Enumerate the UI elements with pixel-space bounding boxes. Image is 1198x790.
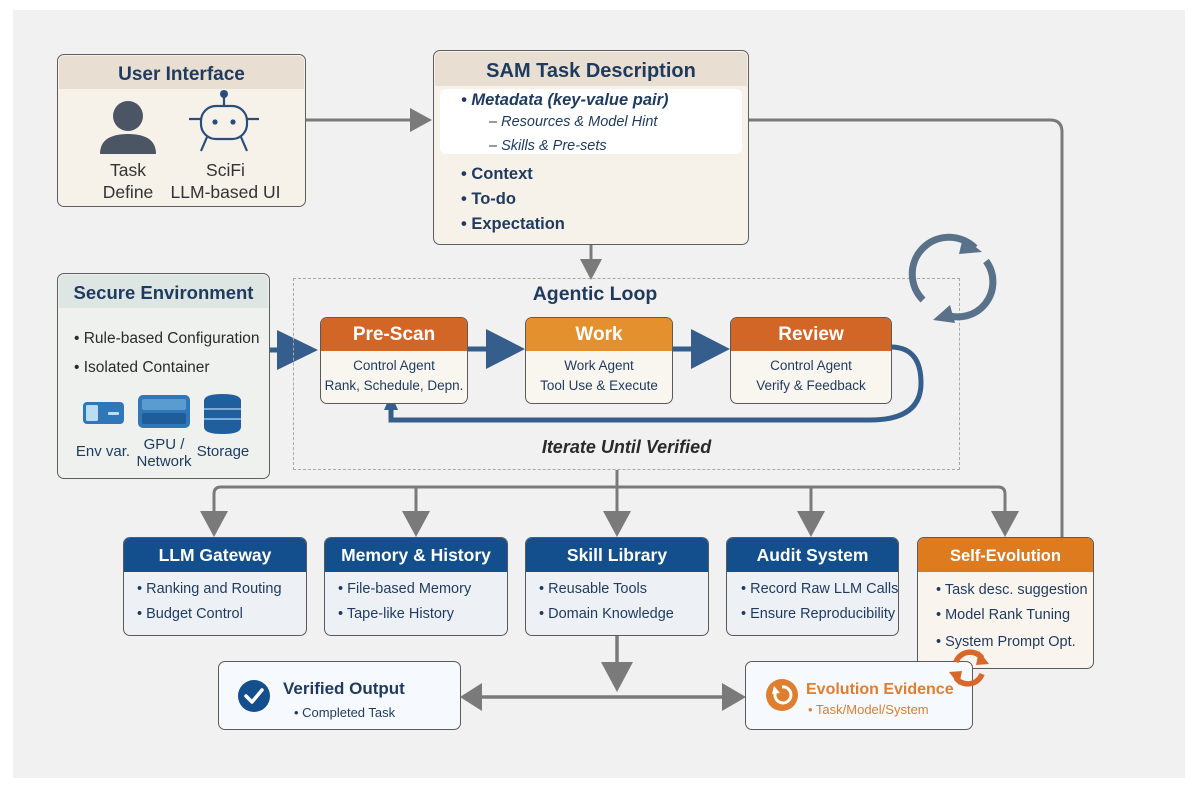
scifi-label-line2: LLM-based UI bbox=[170, 182, 281, 202]
connector-task-self-evolution bbox=[749, 118, 1064, 537]
stage-work: Work Work Agent Tool Use & Execute bbox=[525, 317, 673, 404]
secure-environment-title: Secure Environment bbox=[59, 275, 268, 308]
prescan-tasks: Rank, Schedule, Depn. bbox=[324, 378, 464, 393]
self-evolution-title: Self-Evolution bbox=[918, 538, 1093, 572]
user-interface-box: User Interface Task Define SciFi LLM-bas… bbox=[57, 54, 306, 207]
skill-library-title: Skill Library bbox=[526, 538, 708, 572]
isolated-container-bullet: • Isolated Container bbox=[74, 359, 210, 376]
component-audit-system: Audit System • Record Raw LLM Calls • En… bbox=[726, 537, 899, 636]
scifi-label-line1: SciFi bbox=[206, 160, 245, 180]
arrowhead-self-evolution bbox=[991, 511, 1019, 537]
verified-output-box: Verified Output • Completed Task bbox=[218, 661, 461, 730]
component-item: • Ranking and Routing bbox=[137, 581, 282, 597]
component-item: • Tape-like History bbox=[338, 606, 455, 622]
evolution-evidence-title: Evolution Evidence bbox=[806, 681, 954, 698]
secure-environment-box: Secure Environment • Rule-based Configur… bbox=[57, 273, 270, 479]
agentic-loop-frame bbox=[293, 278, 960, 470]
component-skill-library: Skill Library • Reusable Tools • Domain … bbox=[525, 537, 709, 636]
arrowhead-memory bbox=[402, 511, 430, 537]
gpu-label-line1: GPU / bbox=[143, 436, 185, 453]
component-self-evolution: Self-Evolution • Task desc. suggestion •… bbox=[917, 537, 1094, 669]
todo-bullet: • To-do bbox=[461, 190, 516, 208]
metadata-bullet: • Metadata (key-value pair) bbox=[461, 91, 669, 109]
storage-icon bbox=[204, 394, 241, 434]
component-item: • Task desc. suggestion bbox=[936, 582, 1088, 598]
verified-output-subtitle: • Completed Task bbox=[294, 705, 396, 720]
llm-gateway-title: LLM Gateway bbox=[124, 538, 306, 572]
arrowhead-audit bbox=[797, 511, 825, 537]
arrowhead-skill-to-outputs bbox=[601, 662, 633, 692]
component-item: • Record Raw LLM Calls bbox=[741, 581, 899, 597]
prescan-agent: Control Agent bbox=[353, 358, 435, 373]
gpu-network-label: GPU / Network bbox=[130, 436, 198, 470]
feedback-loop-path bbox=[388, 344, 924, 423]
component-llm-gateway: LLM Gateway • Ranking and Routing • Budg… bbox=[123, 537, 307, 636]
checkmark-icon bbox=[238, 680, 270, 712]
arrowhead-env-to-loop bbox=[277, 330, 318, 370]
component-item: • Model Rank Tuning bbox=[936, 607, 1071, 623]
iterate-caption: Iterate Until Verified bbox=[541, 437, 712, 457]
audit-system-title: Audit System bbox=[727, 538, 898, 572]
arrowhead-evolution-evidence bbox=[722, 683, 746, 711]
component-memory-history: Memory & History • File-based Memory • T… bbox=[324, 537, 508, 636]
person-icon bbox=[100, 101, 156, 154]
evolution-cycle-icon bbox=[949, 649, 989, 687]
distribution-bus bbox=[212, 485, 1007, 512]
task-description-title: SAM Task Description bbox=[435, 52, 747, 86]
gpu-label-line2: Network bbox=[136, 453, 192, 470]
task-define-label: Task Define bbox=[83, 159, 173, 203]
work-tasks: Tool Use & Execute bbox=[540, 378, 658, 393]
arrowhead-llm-gateway bbox=[200, 511, 228, 537]
metadata-panel bbox=[440, 89, 742, 154]
component-item: • Domain Knowledge bbox=[539, 606, 674, 622]
review-tasks: Verify & Feedback bbox=[756, 378, 866, 393]
task-label-line2: Define bbox=[102, 182, 154, 202]
rule-config-bullet: • Rule-based Configuration bbox=[74, 330, 260, 347]
user-interface-title: User Interface bbox=[59, 56, 304, 89]
expectation-bullet: • Expectation bbox=[461, 215, 565, 233]
stage-review: Review Control Agent Verify & Feedback bbox=[730, 317, 892, 404]
arrowhead-work-to-review bbox=[691, 329, 730, 369]
evolution-evidence-subtitle: • Task/Model/System bbox=[808, 702, 929, 717]
evolution-evidence-box: Evolution Evidence • Task/Model/System bbox=[745, 661, 973, 730]
work-agent: Work Agent bbox=[564, 358, 634, 373]
review-agent: Control Agent bbox=[770, 358, 852, 373]
gpu-network-icon bbox=[138, 395, 190, 428]
agentic-loop-title: Agentic Loop bbox=[532, 283, 658, 305]
task-description-box: SAM Task Description • Metadata (key-val… bbox=[433, 50, 749, 245]
arrowhead-task-to-loop bbox=[580, 259, 602, 280]
component-item: • Reusable Tools bbox=[539, 581, 647, 597]
scifi-ui-label: SciFi LLM-based UI bbox=[163, 159, 288, 203]
prescan-title: Pre-Scan bbox=[321, 318, 467, 351]
arrowhead-prescan-to-work bbox=[486, 329, 525, 369]
env-var-icon bbox=[83, 402, 124, 424]
review-title: Review bbox=[731, 318, 891, 351]
work-title: Work bbox=[526, 318, 672, 351]
context-bullet: • Context bbox=[461, 165, 533, 183]
component-item: • File-based Memory bbox=[338, 581, 472, 597]
robot-icon bbox=[189, 90, 259, 152]
component-item: • Ensure Reproducibility bbox=[741, 606, 896, 622]
env-var-label: Env var. bbox=[75, 443, 131, 460]
arrowhead-ui-to-task bbox=[410, 108, 432, 132]
arrowhead-skill bbox=[603, 511, 631, 537]
storage-label: Storage bbox=[196, 443, 250, 460]
metadata-sub-skills: – Skills & Pre-sets bbox=[489, 138, 607, 154]
cycle-icon bbox=[908, 233, 997, 323]
refresh-icon bbox=[766, 679, 798, 711]
metadata-sub-resources: – Resources & Model Hint bbox=[489, 114, 658, 130]
stage-prescan: Pre-Scan Control Agent Rank, Schedule, D… bbox=[320, 317, 468, 404]
task-label-line1: Task bbox=[110, 160, 146, 180]
arrowhead-verified-output bbox=[460, 683, 482, 711]
memory-history-title: Memory & History bbox=[325, 538, 507, 572]
component-item: • System Prompt Opt. bbox=[936, 634, 1076, 650]
component-item: • Budget Control bbox=[137, 606, 243, 622]
verified-output-title: Verified Output bbox=[283, 679, 405, 698]
